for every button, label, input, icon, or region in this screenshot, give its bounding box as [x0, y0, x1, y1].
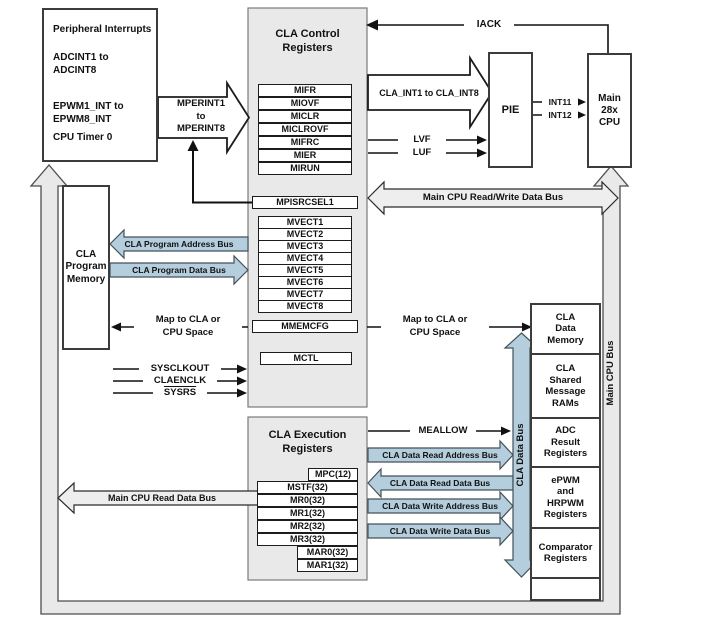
cla-data-read-data-bus-label: CLA Data Read Data Bus [389, 478, 491, 488]
main-cpu-bus-label: Main CPU Bus [605, 340, 616, 406]
mperint-arrow [157, 79, 251, 156]
peripheral-interrupts-title: Peripheral Interrupts [53, 24, 152, 35]
cla-data-read-address-bus-label: CLA Data Read Address Bus [382, 450, 498, 460]
peripheral-epwm-label: EPWM1_INT to EPWM8_INT [53, 101, 124, 125]
reg-mr2: MR2(32) [257, 520, 358, 533]
map-left-arrowhead [111, 322, 121, 332]
int11-label: INT11 [542, 96, 578, 108]
mpisrcsel-arrowhead [187, 140, 199, 151]
pie-box: PIE [488, 52, 533, 168]
mperint-label: MPERINT1 to MPERINT8 [176, 98, 226, 134]
map-to-cla-left-label: Map to CLA or CPU Space [134, 314, 242, 339]
lvf-arrowhead [477, 135, 487, 145]
main-cpu-box: Main 28x CPU [587, 53, 632, 168]
peripheral-cputimer-label: CPU Timer 0 [53, 132, 113, 143]
reg-mr0: MR0(32) [257, 494, 358, 507]
cla-shared-message-rams-box: CLA Shared Message RAMs [532, 355, 599, 419]
peripheral-adcint-label: ADCINT1 to ADCINT8 [53, 52, 109, 76]
main-cpu-rw-data-bus-label: Main CPU Read/Write Data Bus [422, 192, 564, 203]
iack-label: IACK [464, 19, 514, 31]
reg-mr1: MR1(32) [257, 507, 358, 520]
sysrs-arrowhead [237, 388, 247, 398]
cla-data-memory-box: CLA Data Memory [532, 305, 599, 355]
reg-mar0: MAR0(32) [297, 546, 358, 559]
int12-arrowhead [576, 110, 586, 120]
reg-mvect8: MVECT8 [258, 300, 352, 313]
reg-mr3: MR3(32) [257, 533, 358, 546]
reg-mpisrcsel1: MPISRCSEL1 [252, 196, 358, 209]
iack-line [374, 24, 609, 53]
map-to-cla-right-label: Map to CLA or CPU Space [381, 314, 489, 339]
main-cpu-rw-data-bus-arrow [367, 180, 619, 216]
pie-label: PIE [501, 104, 520, 116]
reg-mifrc: MIFRC [258, 136, 352, 149]
claenclk-label: CLAENCLK [143, 375, 217, 387]
cla-program-memory-label: CLA Program Memory [65, 248, 107, 285]
reg-mar1: MAR1(32) [297, 559, 358, 572]
int12-label: INT12 [542, 109, 578, 121]
meallow-label: MEALLOW [410, 425, 476, 437]
epwm-hrpwm-registers-box: ePWM and HRPWM Registers [532, 468, 599, 529]
cla-data-bus-label: CLA Data Bus [515, 423, 526, 487]
reg-mifr: MIFR [258, 84, 352, 97]
sysclkout-label: SYSCLKOUT [139, 363, 221, 375]
cla-program-data-bus-label: CLA Program Data Bus [132, 265, 226, 275]
comparator-registers-box: Comparator Registers [532, 529, 599, 579]
memory-map-column: CLA Data Memory CLA Shared Message RAMs … [530, 303, 601, 601]
reg-miclrovf: MICLROVF [258, 123, 352, 136]
sysclkout-arrowhead [237, 364, 247, 374]
memory-map-empty-slot [532, 579, 599, 599]
reg-mmemcfg: MMEMCFG [252, 320, 358, 333]
luf-label: LUF [398, 147, 446, 159]
cla-data-read-address-bus-arrow [367, 439, 514, 471]
reg-mstf: MSTF(32) [257, 481, 358, 494]
reg-miclr: MICLR [258, 110, 352, 123]
lvf-label: LVF [398, 134, 446, 146]
luf-arrowhead [477, 148, 487, 158]
meallow-arrowhead [501, 426, 511, 436]
main-cpu-label: Main 28x CPU [598, 92, 621, 128]
mpisrcsel-line [192, 148, 253, 204]
cla-int-arrow [367, 54, 494, 131]
sysrs-label: SYSRS [153, 387, 207, 399]
cla-program-address-bus-arrow [109, 228, 249, 260]
reg-mier: MIER [258, 149, 352, 162]
reg-mctl: MCTL [260, 352, 352, 365]
cla-data-write-address-bus-label: CLA Data Write Address Bus [382, 501, 498, 511]
int11-arrowhead [576, 97, 586, 107]
cla-data-write-data-bus-label: CLA Data Write Data Bus [389, 526, 491, 536]
cla-control-registers-title: CLA Control Registers [275, 28, 340, 54]
cla-program-data-bus-arrow [109, 254, 249, 286]
cla-int-label: CLA_INT1 to CLA_INT8 [379, 88, 479, 98]
cla-execution-registers-title: CLA Execution Registers [268, 429, 347, 455]
cla-program-address-bus-label: CLA Program Address Bus [124, 239, 234, 249]
iack-arrowhead [366, 19, 378, 31]
cla-program-memory-box: CLA Program Memory [62, 185, 110, 350]
cla-data-write-data-bus-arrow [367, 515, 514, 547]
reg-mpc: MPC(12) [308, 468, 358, 481]
reg-miovf: MIOVF [258, 97, 352, 110]
claenclk-arrowhead [237, 376, 247, 386]
peripheral-interrupts-box: Peripheral Interrupts ADCINT1 to ADCINT8… [42, 8, 158, 162]
main-cpu-read-data-bus-label: Main CPU Read Data Bus [107, 493, 217, 503]
map-right-arrowhead [522, 322, 532, 332]
adc-result-registers-box: ADC Result Registers [532, 419, 599, 468]
reg-mirun: MIRUN [258, 162, 352, 175]
